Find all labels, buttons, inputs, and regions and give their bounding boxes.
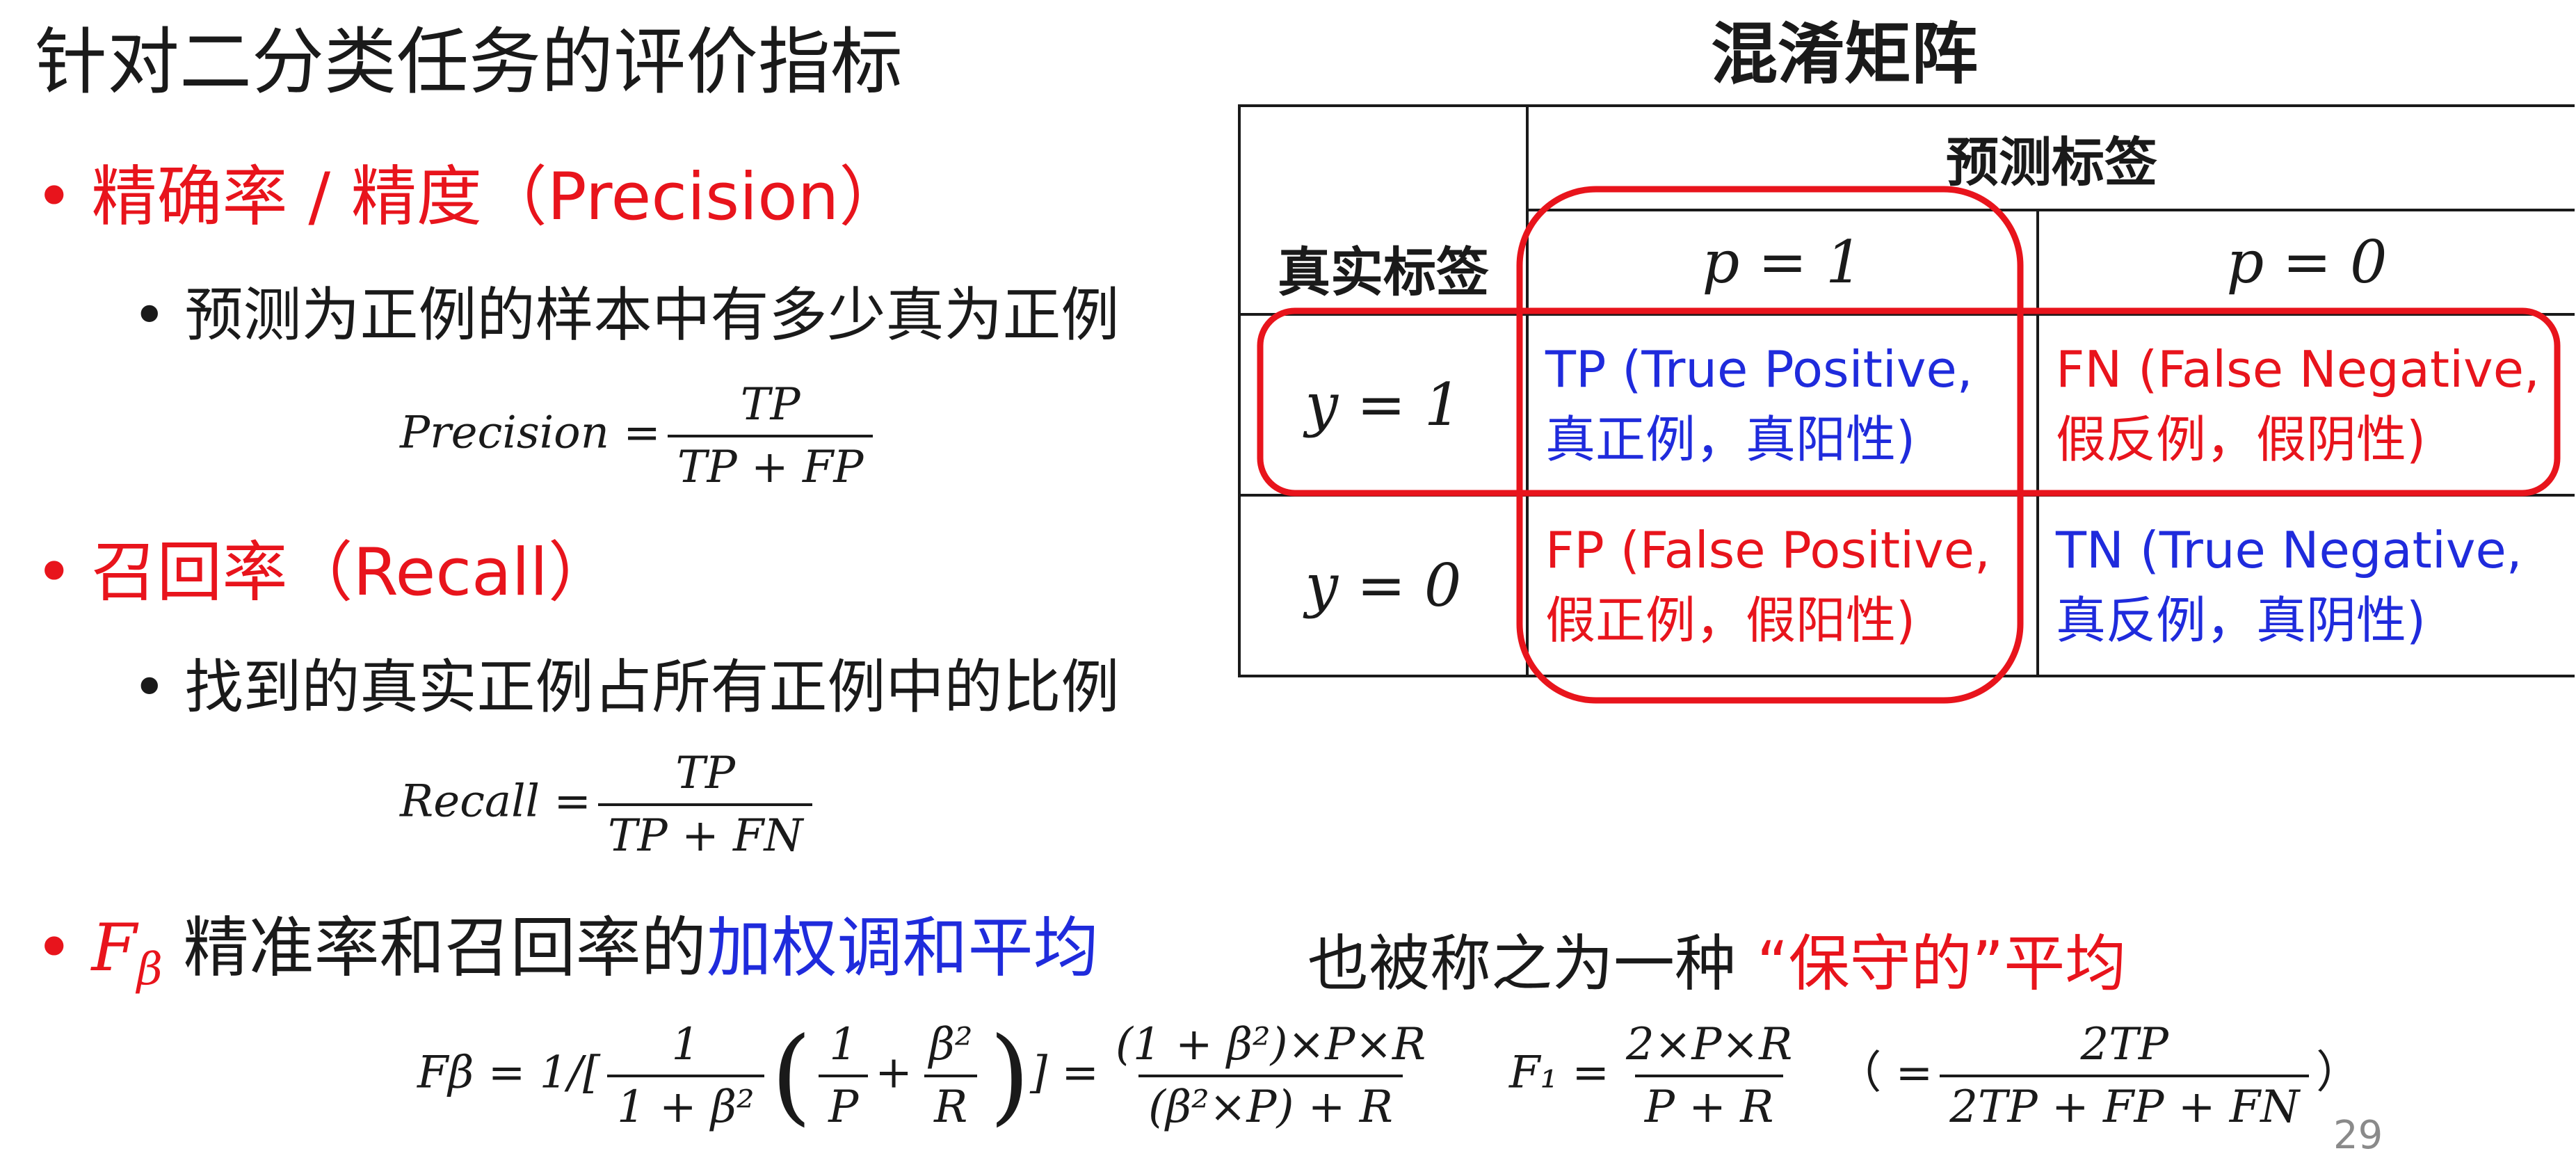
tp-line2: 真正例，真阳性) [1545, 410, 1916, 469]
slide-title: 针对二分类任务的评价指标 [35, 19, 903, 104]
col-header-p0: p = 0 [2036, 209, 2575, 316]
precision-numerator: TP [740, 379, 800, 431]
col-p0-text: p = 0 [2226, 228, 2388, 296]
true-label: 真实标签 [1278, 241, 1489, 303]
row-y1-text: y = 1 [1305, 371, 1462, 439]
f1-den: P + R [1634, 1075, 1784, 1133]
precision-denominator: TP + FP [667, 435, 874, 493]
fbeta-note: 也被称之为一种 “保守的”平均 [1307, 915, 2126, 1003]
precision-heading-text: 精确率 / 精度（Precision） [91, 159, 905, 235]
f1-open: （ = [1837, 1047, 1933, 1099]
bullet-dot: • [35, 910, 74, 986]
recall-heading: •召回率（Recall） [35, 535, 613, 611]
confusion-matrix-table: 真实标签 预测标签 p = 1 p = 0 y = 1 TP (True Pos… [1238, 104, 2575, 677]
fn-line1: FN (False Negative, [2056, 340, 2540, 399]
recall-heading-text: 召回率（Recall） [91, 535, 613, 611]
recall-description: •找到的真实正例占所有正例中的比例 [132, 654, 1120, 721]
cell-fp: FP (False Positive, 假正例，假阳性) [1526, 494, 2039, 677]
predicted-positive-column-outline [1516, 186, 2024, 704]
row-header-y0: y = 0 [1238, 494, 1529, 677]
cell-fn: FN (False Negative, 假反例，假阴性) [2036, 313, 2575, 497]
cell-tn: TN (True Negative, 真反例，真阴性) [2036, 494, 2575, 677]
fbeta-frac3-den: R [924, 1075, 978, 1133]
fbeta-frac1-den: 1 + β² [606, 1075, 764, 1133]
fbeta-close: ] = [1030, 1047, 1099, 1099]
fbeta-heading: •Fβ 精准率和召回率的加权调和平均 [35, 910, 1099, 995]
predicted-label-cell: 预测标签 [1526, 104, 2575, 211]
f1-num: 2×P×R [1626, 1019, 1793, 1070]
page-number: 29 [2333, 1113, 2383, 1158]
precision-heading: •精确率 / 精度（Precision） [35, 159, 905, 235]
fn-line2: 假反例，假阴性) [2056, 410, 2426, 469]
actual-positive-row-outline [1257, 307, 2561, 497]
precision-description-text: 预测为正例的样本中有多少真为正例 [184, 281, 1120, 349]
recall-description-text: 找到的真实正例占所有正例中的比例 [184, 653, 1120, 721]
fp-line1: FP (False Positive, [1545, 521, 1990, 580]
fbeta-note-highlight: “保守的”平均 [1757, 928, 2127, 999]
fbeta-frac3-num: β² [928, 1019, 973, 1070]
fbeta-frac4-den: (β²×P) + R [1138, 1075, 1403, 1133]
f1-num2: 2TP [2080, 1019, 2168, 1070]
fbeta-formula-lhs: Fβ = 1/[ [417, 1047, 600, 1099]
fbeta-frac2-den: P [819, 1075, 869, 1133]
fbeta-frac1-num: 1 [671, 1019, 700, 1070]
row-y0-text: y = 0 [1305, 552, 1462, 620]
col-header-p1: p = 1 [1526, 209, 2039, 316]
precision-description: •预测为正例的样本中有多少真为正例 [132, 282, 1120, 349]
fbeta-frac4-num: (1 + β²)×P×R [1116, 1019, 1426, 1070]
fbeta-heading-highlight: 加权调和平均 [706, 910, 1099, 986]
fbeta-fraction-4: (1 + β²)×P×R(β²×P) + R [1106, 1019, 1435, 1133]
tn-line1: TN (True Negative, [2056, 521, 2522, 580]
left-paren: ( [771, 1015, 812, 1136]
right-paren: ) [989, 1015, 1031, 1136]
cell-tp: TP (True Positive, 真正例，真阳性) [1526, 313, 2039, 497]
fbeta-symbol-sub: β [136, 943, 163, 995]
tn-line2: 真反例，真阴性) [2056, 591, 2426, 650]
recall-denominator: TP + FN [597, 803, 813, 862]
fbeta-heading-text: 精准率和召回率的 [183, 910, 707, 986]
fbeta-symbol: Fβ [91, 910, 162, 995]
fbeta-symbol-base: F [91, 910, 137, 986]
bullet-dot: • [132, 653, 167, 721]
confusion-matrix-title: 混淆矩阵 [1711, 15, 1978, 93]
bullet-dot: • [35, 159, 74, 235]
tp-line1: TP (True Positive, [1545, 340, 1973, 399]
true-label-cell: 真实标签 [1238, 104, 1529, 314]
bullet-dot: • [132, 281, 167, 349]
fp-line2: 假正例，假阳性) [1545, 591, 1916, 650]
fbeta-note-text: 也被称之为一种 [1307, 928, 1737, 999]
f1-lhs: F₁ = [1509, 1047, 1610, 1099]
bullet-dot: • [35, 535, 74, 611]
fbeta-plus: + [875, 1047, 912, 1099]
f1-den2: 2TP + FP + FN [1940, 1075, 2310, 1133]
predicted-label: 预测标签 [1946, 131, 2157, 193]
recall-formula-lhs: Recall = [400, 775, 591, 828]
f1-close: ） [2316, 1047, 2361, 1099]
col-p1-text: p = 1 [1702, 228, 1863, 296]
recall-numerator: TP [675, 748, 736, 799]
precision-formula-lhs: Precision = [400, 407, 661, 459]
fbeta-frac2-num: 1 [829, 1019, 858, 1070]
row-header-y1: y = 1 [1238, 313, 1529, 497]
